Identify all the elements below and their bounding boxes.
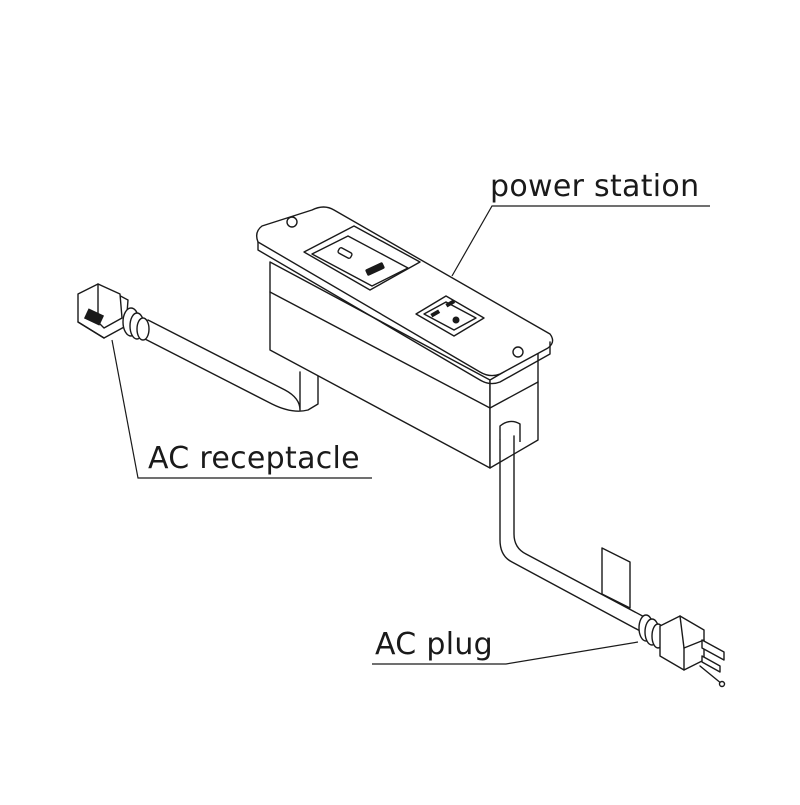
receptacle-cable: [142, 319, 319, 412]
label-ac-receptacle: AC receptacle: [148, 441, 360, 476]
usb-module: [303, 225, 421, 291]
leader-ac-plug: [372, 641, 639, 665]
ac-receptacle-connector: [77, 283, 150, 341]
ac-outlet: [415, 295, 485, 337]
ac-plug: [638, 614, 726, 688]
label-power-station: power station: [490, 169, 700, 204]
plug-cable: [499, 435, 651, 633]
power-station-body: [269, 261, 539, 469]
leader-lines: [111, 205, 710, 665]
cable-tag: [601, 547, 631, 609]
leader-power-station: [451, 205, 710, 277]
label-ac-plug: AC plug: [375, 627, 494, 662]
leader-ac-receptacle: [111, 339, 372, 479]
